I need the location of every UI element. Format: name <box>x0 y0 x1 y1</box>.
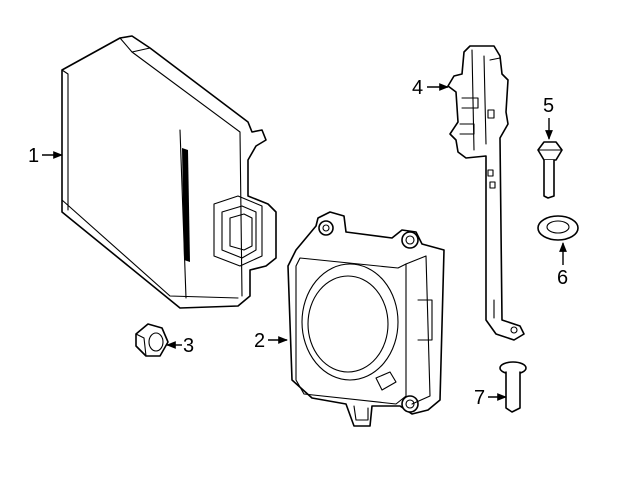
svg-text:2: 2 <box>254 330 265 352</box>
bolt <box>537 141 563 199</box>
svg-text:7: 7 <box>474 387 485 409</box>
pin <box>499 361 527 413</box>
callout-4: 4 <box>412 77 449 99</box>
callout-2: 2 <box>254 330 288 352</box>
callout-3: 3 <box>166 335 194 357</box>
control-module-housing <box>61 35 277 309</box>
radar-sensor <box>287 211 445 427</box>
washer <box>537 215 579 241</box>
mounting-bracket <box>447 45 525 341</box>
svg-text:6: 6 <box>557 267 568 289</box>
callout-5: 5 <box>543 95 554 140</box>
svg-text:4: 4 <box>412 77 423 99</box>
hex-nut <box>135 323 169 357</box>
callout-6: 6 <box>557 242 568 289</box>
svg-text:3: 3 <box>183 335 194 357</box>
svg-text:5: 5 <box>543 95 554 117</box>
callout-7: 7 <box>474 387 507 409</box>
callout-1: 1 <box>28 145 63 167</box>
svg-text:1: 1 <box>28 145 39 167</box>
